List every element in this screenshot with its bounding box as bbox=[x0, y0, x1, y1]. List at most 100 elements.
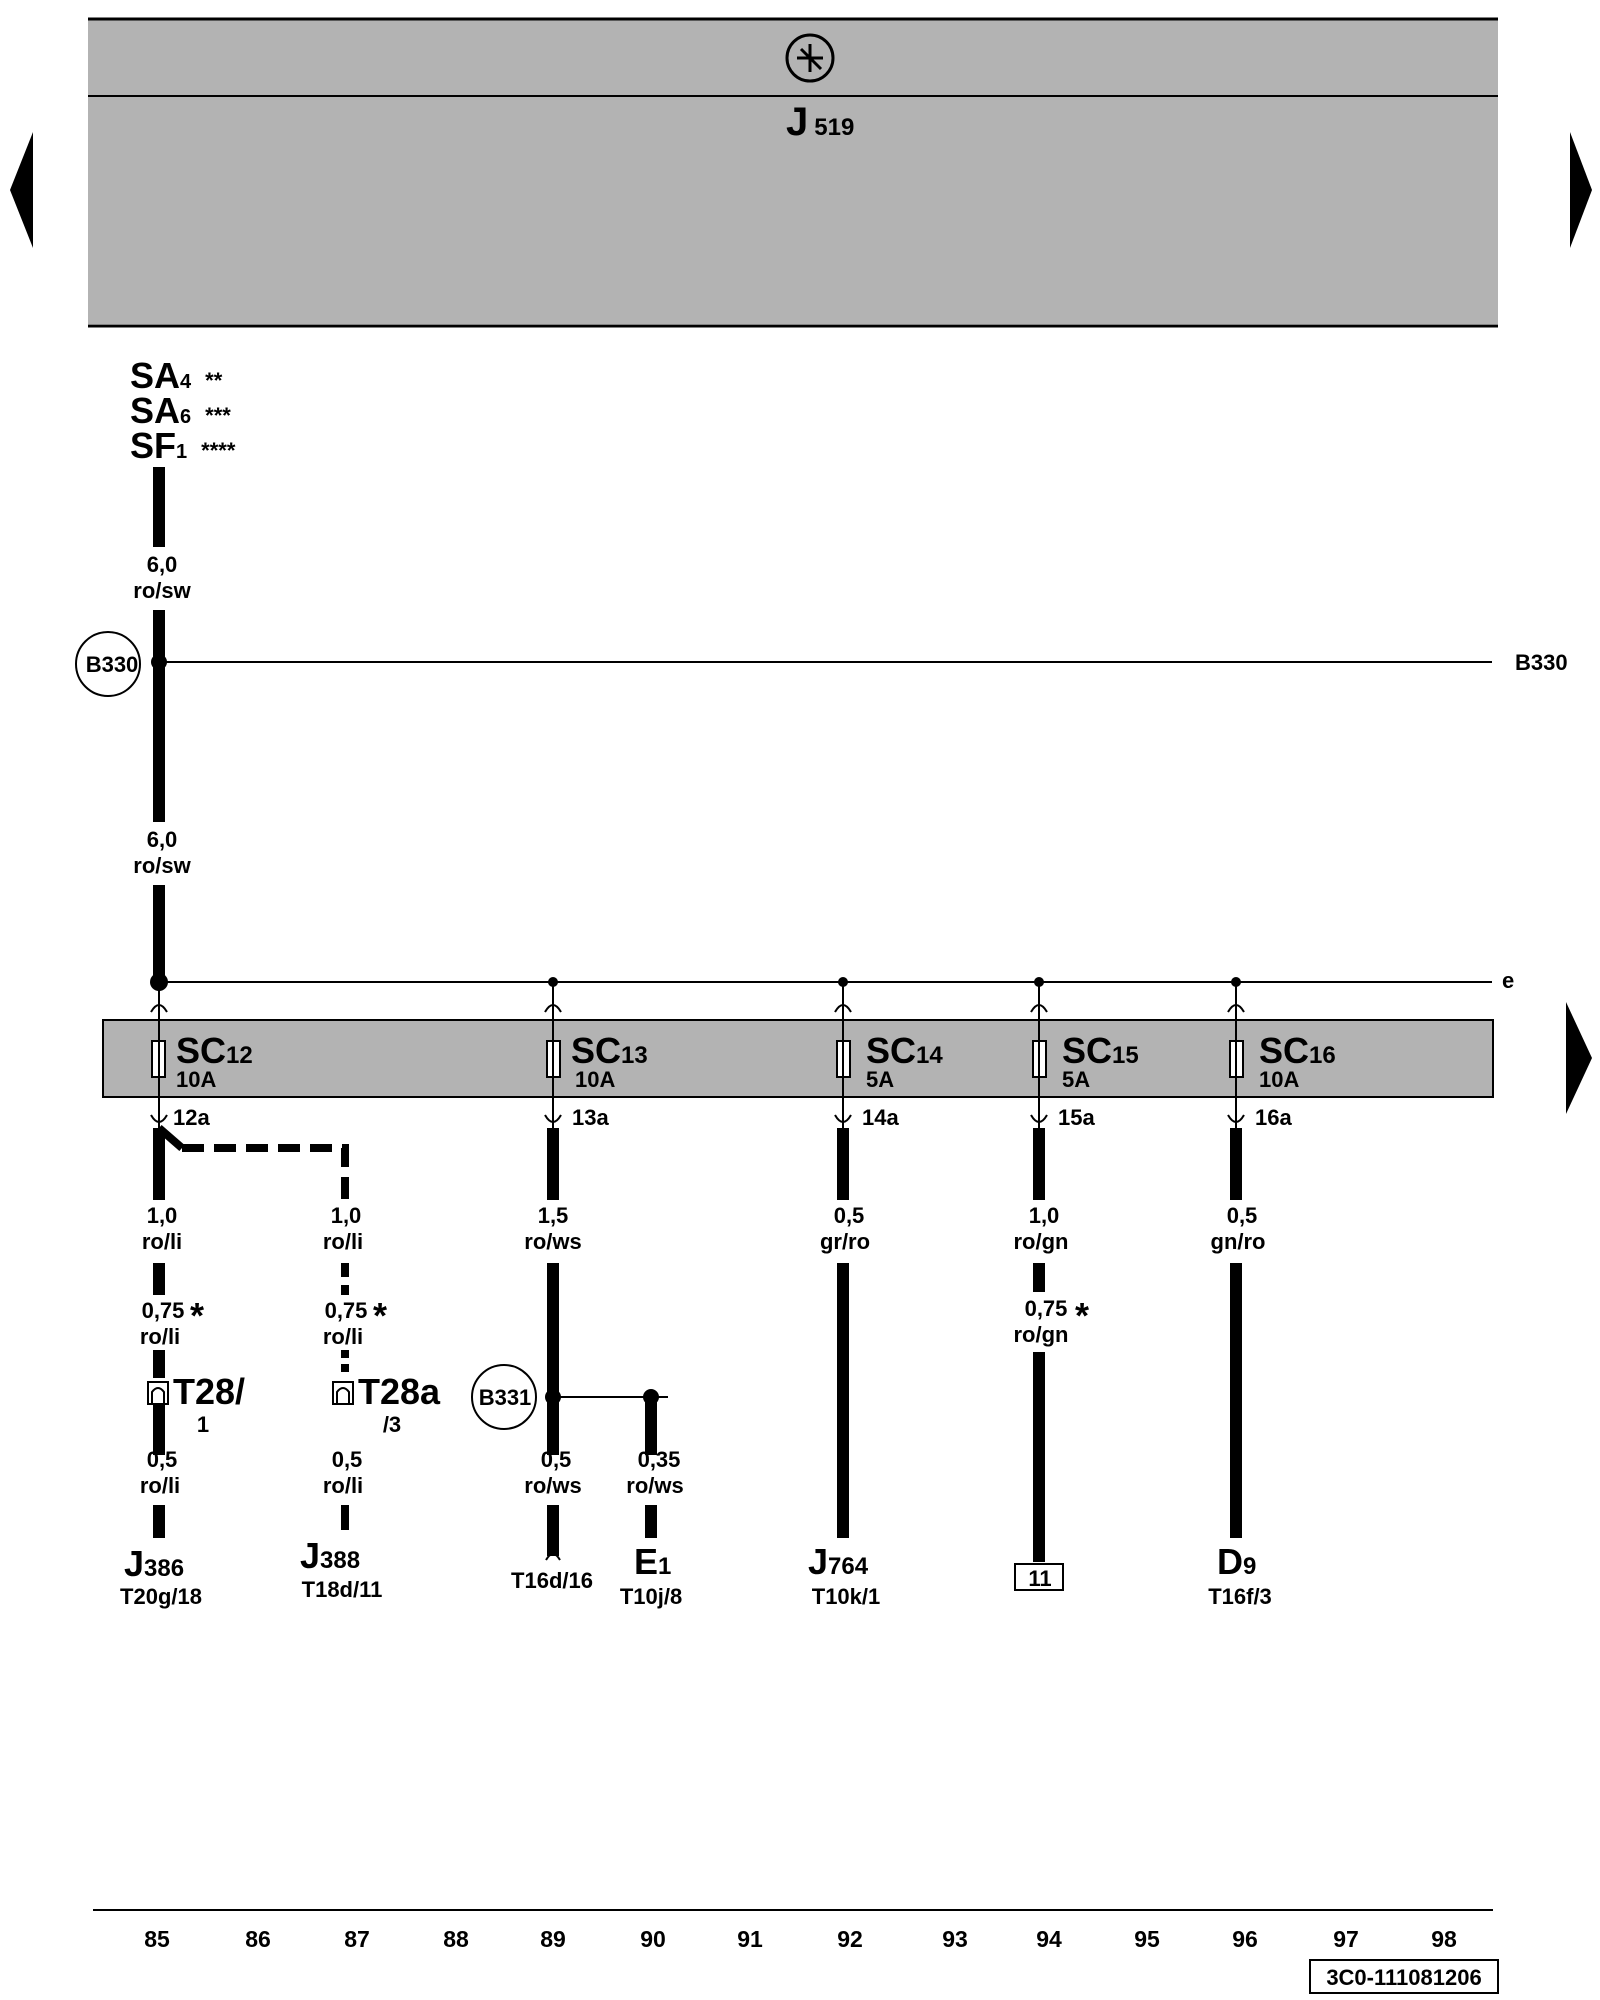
svg-text:*: * bbox=[373, 1295, 387, 1336]
svg-text:0,75: 0,75 bbox=[325, 1298, 368, 1323]
svg-text:SC15: SC15 bbox=[1062, 1030, 1139, 1071]
bus-line-e: e bbox=[150, 968, 1514, 993]
svg-text:97: 97 bbox=[1333, 1926, 1359, 1952]
fuse-sc12: SC12 10A bbox=[151, 1020, 253, 1097]
svg-text:T20g/18: T20g/18 bbox=[120, 1584, 202, 1609]
fuse-out-13a: 13a bbox=[572, 1105, 609, 1130]
svg-text:89: 89 bbox=[540, 1926, 566, 1952]
svg-text:T18d/11: T18d/11 bbox=[302, 1577, 383, 1602]
bottom-axis: 85 86 87 88 89 90 91 92 93 94 95 96 97 9… bbox=[93, 1909, 1493, 1952]
svg-text:ro/ws: ro/ws bbox=[524, 1473, 581, 1498]
svg-text:0,5: 0,5 bbox=[147, 1447, 178, 1472]
svg-text:1,0: 1,0 bbox=[331, 1203, 362, 1228]
svg-text:ro/li: ro/li bbox=[140, 1473, 180, 1498]
junction-b330-label: B330 bbox=[86, 652, 139, 677]
cursor-symbol-icon bbox=[785, 33, 835, 83]
svg-text:10A: 10A bbox=[176, 1067, 216, 1092]
svg-text:ro/li: ro/li bbox=[323, 1324, 363, 1349]
svg-text:J764: J764 bbox=[808, 1541, 869, 1582]
svg-text:10A: 10A bbox=[1259, 1067, 1299, 1092]
svg-text:94: 94 bbox=[1036, 1926, 1062, 1952]
fuse-out-14a: 14a bbox=[862, 1105, 899, 1130]
svg-text:0,75: 0,75 bbox=[142, 1298, 185, 1323]
svg-text:0,5: 0,5 bbox=[834, 1203, 865, 1228]
svg-text:1: 1 bbox=[197, 1412, 209, 1437]
branch-b331: B331 1,5 ro/ws 0,5 ro/ws T16d/16 0,35 ro… bbox=[471, 1128, 684, 1609]
supply-wire2-color: ro/sw bbox=[133, 853, 191, 878]
bus-label: e bbox=[1502, 968, 1514, 993]
fuse-out-12a: 12a bbox=[173, 1105, 210, 1130]
svg-text:5A: 5A bbox=[866, 1067, 894, 1092]
svg-text:ro/gn: ro/gn bbox=[1014, 1322, 1069, 1347]
branch-j764: 0,5 gr/ro J764 T10k/1 bbox=[808, 1128, 880, 1609]
svg-text:SA4**: SA4** bbox=[130, 355, 223, 396]
svg-text:ro/ws: ro/ws bbox=[524, 1229, 581, 1254]
svg-text:SC13: SC13 bbox=[571, 1030, 648, 1071]
supply-wire2-size: 6,0 bbox=[147, 827, 178, 852]
svg-text:92: 92 bbox=[837, 1926, 863, 1952]
svg-text:0,75: 0,75 bbox=[1025, 1296, 1068, 1321]
svg-text:3C0-111081206: 3C0-111081206 bbox=[1326, 1965, 1481, 1990]
svg-text:J386: J386 bbox=[124, 1543, 184, 1584]
svg-text:/3: /3 bbox=[383, 1412, 401, 1437]
svg-text:0,5: 0,5 bbox=[541, 1447, 572, 1472]
svg-text:ro/li: ro/li bbox=[140, 1324, 180, 1349]
fuse-sc14: SC14 5A bbox=[836, 1020, 943, 1097]
svg-text:*: * bbox=[190, 1295, 204, 1336]
destination-box-11: 11 bbox=[1028, 1566, 1051, 1591]
svg-text:88: 88 bbox=[443, 1926, 469, 1952]
unit-id-main: J bbox=[786, 100, 808, 144]
fuse-sc13: SC13 10A bbox=[546, 1020, 648, 1097]
unit-id-sub: 519 bbox=[814, 114, 854, 141]
svg-text:86: 86 bbox=[245, 1926, 271, 1952]
svg-text:85: 85 bbox=[144, 1926, 170, 1952]
svg-text:0,5: 0,5 bbox=[332, 1447, 363, 1472]
nav-right-arrow-bottom-icon[interactable] bbox=[1566, 1002, 1592, 1114]
svg-text:10A: 10A bbox=[575, 1067, 615, 1092]
fuse-carrier bbox=[102, 1019, 1494, 1098]
svg-text:1,5: 1,5 bbox=[538, 1203, 569, 1228]
svg-text:0,35: 0,35 bbox=[638, 1447, 681, 1472]
svg-text:95: 95 bbox=[1134, 1926, 1160, 1952]
svg-text:gn/ro: gn/ro bbox=[1211, 1229, 1266, 1254]
svg-text:ro/ws: ro/ws bbox=[626, 1473, 683, 1498]
svg-text:ro/li: ro/li bbox=[323, 1229, 363, 1254]
fuse-sc15: SC15 5A bbox=[1032, 1020, 1139, 1097]
svg-text:5A: 5A bbox=[1062, 1067, 1090, 1092]
svg-text:91: 91 bbox=[737, 1926, 763, 1952]
svg-text:1,0: 1,0 bbox=[1029, 1203, 1060, 1228]
connector-icon bbox=[147, 1381, 169, 1405]
svg-text:SF1****: SF1**** bbox=[130, 425, 236, 466]
junction-b330-right-label: B330 bbox=[1515, 650, 1568, 675]
svg-text:ro/gn: ro/gn bbox=[1014, 1229, 1069, 1254]
svg-text:ro/li: ro/li bbox=[323, 1473, 363, 1498]
fuse-sc16: SC16 10A bbox=[1229, 1020, 1336, 1097]
svg-text:T16d/16: T16d/16 bbox=[511, 1568, 593, 1593]
svg-text:T16f/3: T16f/3 bbox=[1208, 1584, 1272, 1609]
fuse-out-15a: 15a bbox=[1058, 1105, 1095, 1130]
svg-text:0,5: 0,5 bbox=[1227, 1203, 1258, 1228]
fuse-output-drops bbox=[150, 1097, 1245, 1128]
svg-text:T28/: T28/ bbox=[173, 1371, 245, 1412]
junction-b331-label: B331 bbox=[479, 1385, 532, 1410]
svg-text:ro/li: ro/li bbox=[142, 1229, 182, 1254]
branch-j388: 1,0 ro/li 0,75 ro/li * T28a /3 0,5 ro/li… bbox=[182, 1144, 441, 1602]
connector-icon bbox=[332, 1381, 354, 1405]
svg-text:J388: J388 bbox=[300, 1535, 360, 1576]
svg-text:T10j/8: T10j/8 bbox=[620, 1584, 682, 1609]
bus-drops bbox=[150, 982, 1245, 1020]
svg-text:T28a: T28a bbox=[358, 1371, 441, 1412]
svg-text:T10k/1: T10k/1 bbox=[812, 1584, 881, 1609]
supply-wire1-color: ro/sw bbox=[133, 578, 191, 603]
document-id: 3C0-111081206 bbox=[1309, 1959, 1499, 1994]
svg-text:D9: D9 bbox=[1217, 1541, 1256, 1582]
svg-text:98: 98 bbox=[1431, 1926, 1457, 1952]
nav-right-arrow-top-icon[interactable] bbox=[1570, 132, 1592, 248]
nav-left-arrow-icon[interactable] bbox=[10, 132, 33, 248]
svg-text:SC14: SC14 bbox=[866, 1030, 943, 1071]
svg-text:90: 90 bbox=[640, 1926, 666, 1952]
supply-labels: SA4** SA6*** SF1**** bbox=[130, 355, 236, 466]
branch-box-11: 1,0 ro/gn 0,75 ro/gn * 11 bbox=[1014, 1128, 1089, 1591]
